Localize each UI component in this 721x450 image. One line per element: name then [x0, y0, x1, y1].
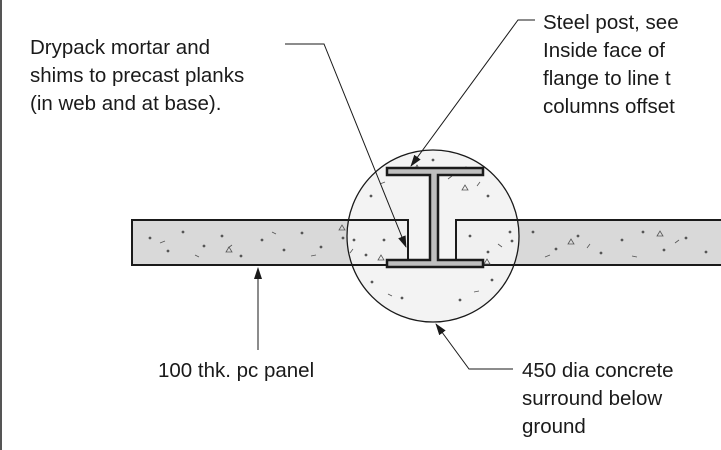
steel-post-leader-line	[410, 19, 535, 167]
surround-callout: 450 dia concrete surround below ground	[522, 359, 679, 438]
steel-post-callout: Steel post, see Inside face of flange to…	[543, 11, 684, 118]
plank-edges	[132, 219, 721, 266]
surround-leader-line	[435, 323, 513, 370]
drypack-leader-line	[285, 43, 407, 248]
steel-post-section	[385, 166, 485, 269]
panel-callout: 100 thk. pc panel	[158, 359, 314, 382]
drypack-callout: Drypack mortar and shims to precast plan…	[30, 36, 250, 115]
